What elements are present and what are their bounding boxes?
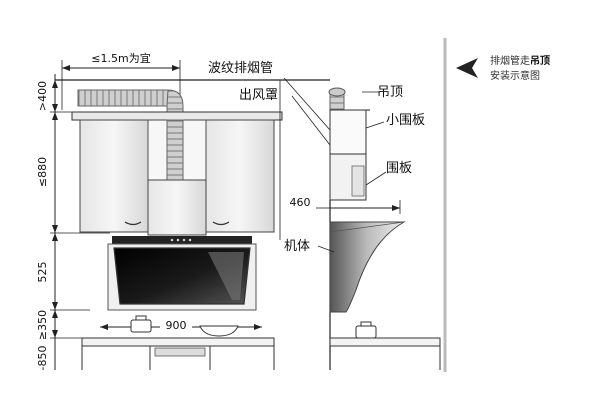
side-view: 460 [283,77,441,370]
dim-880: ≤880 [36,157,49,187]
side-countertop [329,337,441,347]
hood-control-bar [112,236,252,244]
label-air-outlet-cover: 出风罩 [239,88,278,103]
caption-line1: 排烟管走吊顶 [490,54,550,67]
dim-400: >400 [36,81,49,111]
pot [130,319,152,333]
label-ceiling: 吊顶 [377,85,403,100]
hood-body [329,221,406,313]
label-small-panel: 小围板 [386,113,425,128]
dim-460: 460 [290,196,311,209]
bowl [199,325,239,337]
caption-line1-bold: 吊顶 [530,55,550,67]
label-panel: 围板 [386,161,412,176]
dim-top-width: ≤1.5m为宜 [91,51,150,65]
right-wall-cabinet [205,119,275,233]
front-view: >400 ≤880 525 ≥350 -850 ≤1.5m为宜 [36,51,330,370]
small-panel [329,109,367,155]
dim-900: 900 [166,319,187,332]
dim-525: 525 [36,262,49,283]
caption-block: 排烟管走吊顶 安装示意图 [456,54,550,82]
front-labels: 波纹排烟管 出风罩 [208,61,278,103]
dim-350: ≥350 [36,310,49,340]
caption-line2: 安装示意图 [490,69,540,82]
label-body: 机体 [284,239,310,254]
countertop [81,337,275,347]
label-corrugated-duct: 波纹排烟管 [208,61,273,76]
caption-line1-part1: 排烟管走 [490,54,530,67]
duct-horizontal [77,89,169,107]
arrow-left-icon [456,58,478,78]
left-wall-cabinet [79,119,149,233]
side-labels: 吊顶 小围板 围板 机体 [284,85,425,254]
chimney-cover [147,179,207,236]
dim-850: -850 [36,346,49,371]
